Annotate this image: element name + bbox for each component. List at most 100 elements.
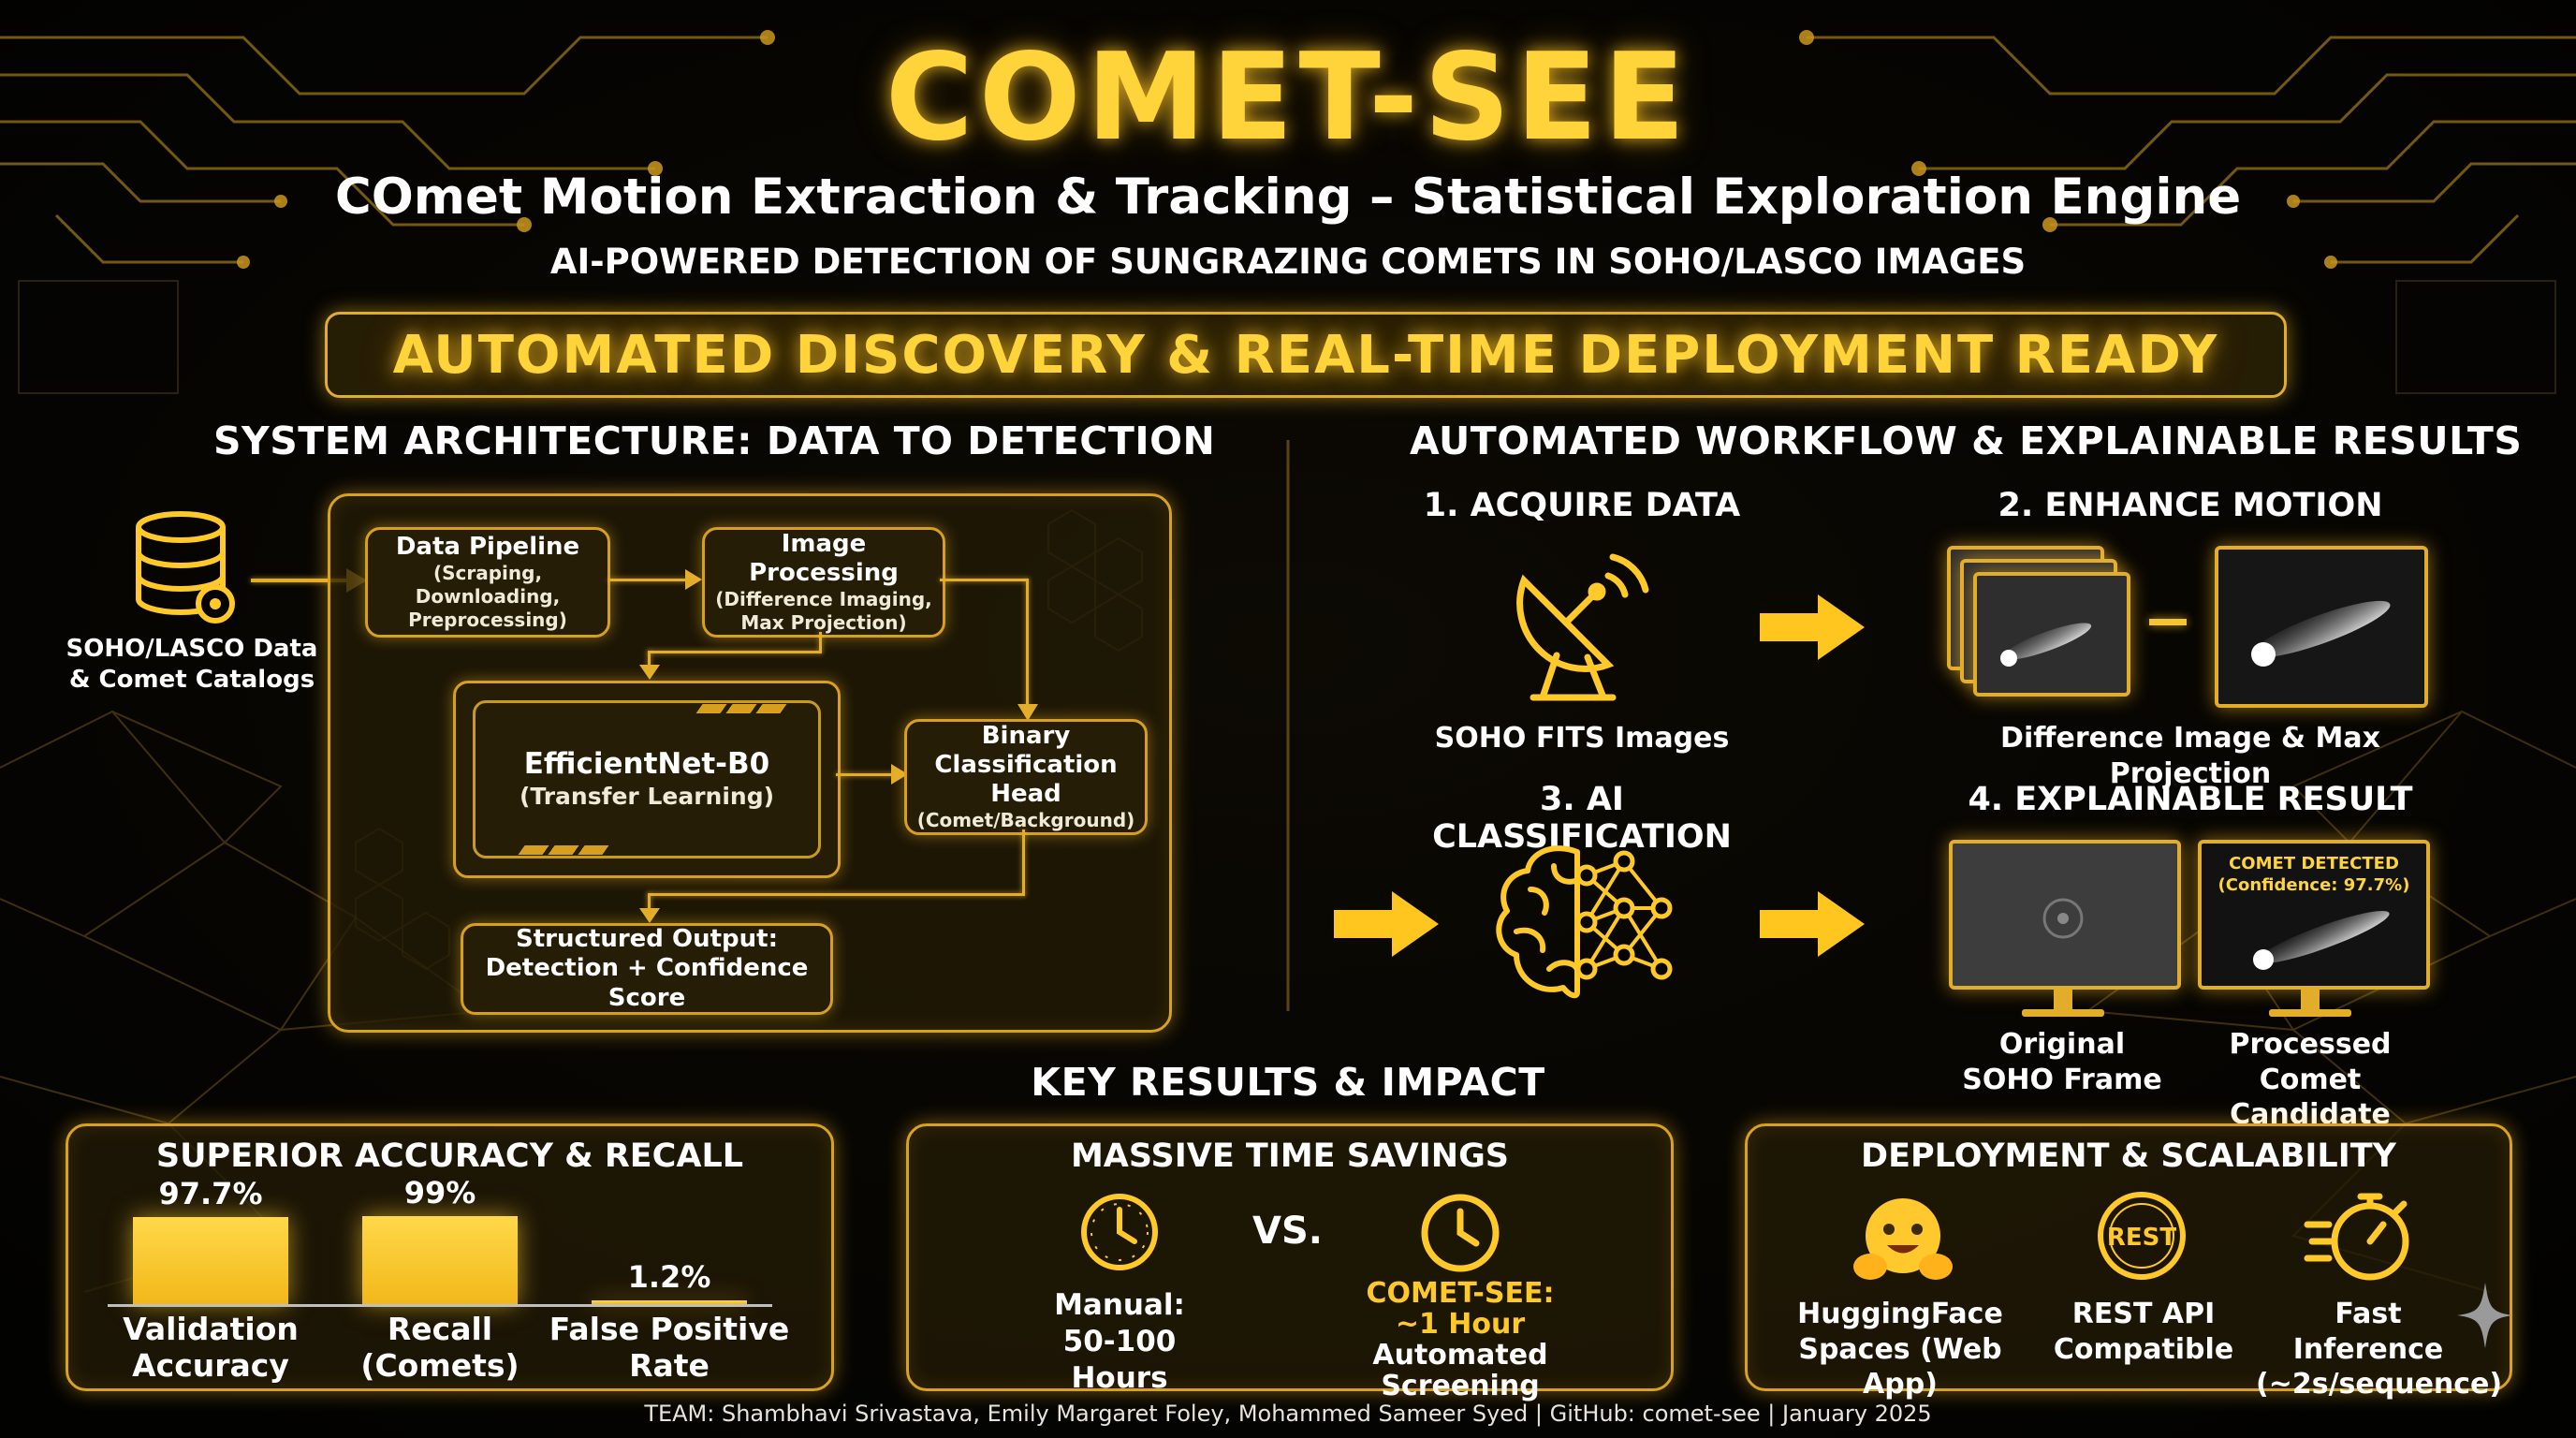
bar-label-false-positive-rate: False Positive Rate — [549, 1311, 790, 1384]
bar-validation-accuracy — [133, 1217, 288, 1304]
step2-title: 2. ENHANCE MOTION — [1998, 487, 2383, 524]
manual-label: Manual: — [1054, 1288, 1185, 1322]
arrow-right-icon — [1760, 594, 1865, 660]
deployment-title: DEPLOYMENT & SCALABILITY — [1861, 1137, 2396, 1175]
step1-caption: SOHO FITS Images — [1434, 722, 1730, 755]
arrow-line — [836, 773, 896, 776]
arrow-head-icon — [639, 665, 660, 680]
data-pipeline-box: Data Pipeline (Scraping, Downloading, Pr… — [365, 527, 610, 638]
monitor-stand — [2301, 986, 2320, 1012]
hugging-face-icon — [1853, 1198, 1953, 1280]
source-label: SOHO/LASCO Data & Comet Catalogs — [66, 635, 318, 694]
page-tagline: AI-POWERED DETECTION OF SUNGRAZING COMET… — [549, 242, 2027, 282]
clock-icon — [1081, 1194, 1158, 1270]
monitor-stand — [2054, 986, 2072, 1012]
comet-image — [2253, 910, 2390, 970]
time-savings-title: MASSIVE TIME SAVINGS — [1070, 1137, 1510, 1175]
bar-recall — [362, 1216, 518, 1304]
original-frame-caption: Original SOHO Frame — [1962, 1028, 2162, 1096]
arrow-line — [648, 651, 822, 653]
model-inner-frame — [473, 700, 821, 858]
deploy-item-huggingface: HuggingFace Spaces (Web App) — [1797, 1298, 2003, 1401]
bar-label-recall: Recall (Comets) — [360, 1311, 520, 1384]
max-projection-frame — [2215, 546, 2428, 708]
cometsee-value: ~1 Hour — [1395, 1308, 1526, 1341]
image-processing-box: Image Processing (Difference Imaging, Ma… — [702, 527, 945, 638]
stopwatch-icon — [2304, 1193, 2409, 1281]
arrow-head-icon — [685, 569, 702, 590]
bar-value-recall: 99% — [403, 1175, 476, 1211]
monitor-base — [2022, 1009, 2104, 1017]
data-pipeline-title: Data Pipeline — [395, 532, 580, 561]
bar-value-validation-accuracy: 97.7% — [158, 1176, 263, 1211]
output-box: Structured Output: Detection + Confidenc… — [461, 923, 833, 1015]
time-savings-panel: MASSIVE TIME SAVINGS — [906, 1123, 1674, 1391]
original-frame-image — [2042, 898, 2084, 939]
page-title: COMET-SEE — [885, 28, 1691, 168]
output-detail: Detection + Confidence Score — [485, 954, 809, 1012]
database-icon — [136, 511, 235, 624]
arrow-head-icon — [639, 908, 660, 923]
cometsee-label: COMET-SEE: — [1366, 1277, 1555, 1310]
cometsee-detail: Automated Screening — [1372, 1339, 1548, 1402]
satellite-dish-icon — [1516, 553, 1649, 701]
banner: AUTOMATED DISCOVERY & REAL-TIME DEPLOYME… — [325, 312, 2287, 398]
arrow-right-icon — [1760, 891, 1865, 957]
model-detail: (Transfer Learning) — [519, 783, 775, 811]
detection-confidence: (Confidence: 97.7%) — [2217, 875, 2410, 896]
classification-head-title: Binary Classification Head — [934, 721, 1118, 809]
difference-frame — [1973, 572, 2130, 697]
results-heading: KEY RESULTS & IMPACT — [1031, 1060, 1545, 1105]
page-subtitle: COmet Motion Extraction & Tracking – Sta… — [334, 169, 2242, 226]
chart-baseline — [108, 1304, 772, 1307]
rest-badge-text: REST — [2107, 1224, 2177, 1252]
image-processing-title: Image Processing — [749, 529, 899, 587]
manual-value: 50-100 Hours — [1062, 1324, 1177, 1395]
rest-icon: REST — [2098, 1192, 2186, 1280]
arrow-line — [1022, 829, 1025, 895]
brain-network-icon — [1496, 845, 1673, 999]
deploy-item-rest-api: REST API Compatible — [2053, 1298, 2234, 1366]
model-decoration — [518, 845, 609, 855]
accuracy-panel-title: SUPERIOR ACCURACY & RECALL — [155, 1137, 744, 1175]
sparkle-icon — [2457, 1283, 2513, 1348]
classification-head-box: Binary Classification Head (Comet/Backgr… — [904, 719, 1148, 835]
image-processing-detail: (Difference Imaging, Max Projection) — [715, 588, 932, 635]
minus-sign — [2149, 619, 2187, 625]
arrow-line — [648, 651, 651, 668]
bar-label-validation-accuracy: Validation Accuracy — [123, 1311, 299, 1384]
clock-icon — [1421, 1194, 1500, 1272]
monitor-base — [2269, 1009, 2351, 1017]
original-frame-monitor — [1949, 840, 2181, 990]
comet-image — [2251, 600, 2391, 667]
workflow-heading: AUTOMATED WORKFLOW & EXPLAINABLE RESULTS — [1410, 418, 2523, 463]
arrow-line — [819, 632, 822, 653]
output-title: Structured Output: — [516, 925, 778, 954]
arrow-line — [1026, 579, 1029, 710]
arrow-line — [251, 579, 356, 582]
model-title: EfficientNet-B0 — [523, 747, 770, 782]
versus-label: VS. — [1252, 1210, 1323, 1253]
model-box: EfficientNet-B0 (Transfer Learning) — [453, 681, 841, 878]
footer-credits: TEAM: Shambhavi Srivastava, Emily Margar… — [644, 1401, 1932, 1427]
bar-value-false-positive-rate: 1.2% — [627, 1259, 711, 1295]
banner-text: AUTOMATED DISCOVERY & REAL-TIME DEPLOYME… — [392, 324, 2219, 386]
arrow-line — [940, 579, 1028, 581]
comet-image — [2000, 623, 2092, 667]
arrow-line — [608, 579, 688, 581]
model-decoration — [695, 704, 787, 713]
data-pipeline-detail: (Scraping, Downloading, Preprocessing) — [408, 562, 567, 632]
step1-title: 1. ACQUIRE DATA — [1423, 487, 1741, 524]
step2-caption: Difference Image & Max Projection — [2000, 722, 2380, 790]
processed-candidate-monitor: COMET DETECTED (Confidence: 97.7%) — [2198, 840, 2430, 990]
classification-head-detail: (Comet/Background) — [916, 809, 1135, 832]
arrow-right-icon — [1334, 891, 1439, 957]
arrow-head-icon — [1017, 704, 1038, 721]
architecture-heading: SYSTEM ARCHITECTURE: DATA TO DETECTION — [213, 418, 1216, 463]
detection-label: COMET DETECTED — [2229, 854, 2399, 873]
arrow-line — [648, 893, 651, 912]
arrow-head-icon — [891, 764, 908, 785]
step3-title: 3. AI CLASSIFICATION — [1432, 781, 1732, 856]
bar-false-positive-rate — [592, 1300, 747, 1304]
step4-title: 4. EXPLAINABLE RESULT — [1968, 781, 2413, 818]
